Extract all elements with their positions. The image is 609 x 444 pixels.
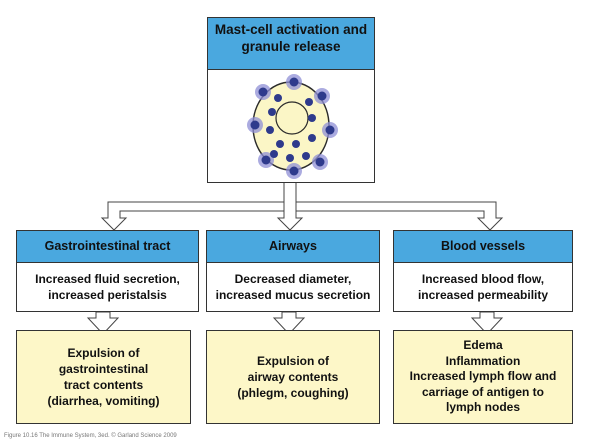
internal-granules (266, 94, 316, 162)
branch-arrow (100, 201, 504, 231)
effect-line: increased mucus secretion (215, 288, 371, 302)
outcome-line: Expulsion of (67, 346, 140, 360)
outcome-line: tract contents (63, 378, 144, 392)
mast-cell-image-box (207, 69, 375, 183)
effect-line: increased permeability (417, 288, 549, 302)
effect-line: increased peristalsis (48, 288, 167, 302)
arrow-col2 (272, 311, 306, 335)
effect-line: Increased blood flow, (421, 272, 545, 286)
outcome-line: (phlegm, coughing) (237, 386, 349, 400)
outcome-line: gastrointestinal (58, 362, 149, 376)
column-header-label: Gastrointestinal tract (44, 239, 171, 253)
outcome-line: Expulsion of (257, 354, 329, 368)
outcome-line: carriage of antigen to (421, 384, 545, 399)
stem-arrow (276, 181, 304, 231)
outcome-box-gastrointestinal: Expulsion of gastrointestinal tract cont… (16, 330, 191, 424)
effect-box-airways: Decreased diameter, increased mucus secr… (206, 262, 380, 312)
effect-box-blood-vessels: Increased blood flow, increased permeabi… (393, 262, 573, 312)
outcome-box-airways: Expulsion of airway contents (phlegm, co… (206, 330, 380, 424)
effect-line: Increased fluid secretion, (35, 272, 180, 286)
outcome-box-blood-vessels: Edema Inflammation Increased lymph flow … (393, 330, 573, 424)
mast-cell-title-box: Mast-cell activation and granule release (207, 17, 375, 70)
arrow-col3 (470, 311, 504, 335)
arrow-col1 (86, 311, 120, 335)
column-header-airways: Airways (206, 230, 380, 263)
column-header-blood-vessels: Blood vessels (393, 230, 573, 263)
nucleus (275, 101, 309, 135)
outcome-line: Increased lymph flow and (409, 369, 557, 384)
mast-cell-illustration (247, 74, 338, 179)
top-title-line-2: granule release (241, 39, 341, 54)
outcome-line: airway contents (247, 370, 339, 384)
outcome-line: Edema (463, 338, 503, 353)
outcome-line: (diarrhea, vomiting) (47, 394, 160, 408)
top-title-line-1: Mast-cell activation and (214, 22, 368, 37)
column-header-label: Airways (269, 239, 317, 253)
column-header-label: Blood vessels (440, 239, 526, 253)
effect-box-gastrointestinal: Increased fluid secretion, increased per… (16, 262, 199, 312)
column-header-gastrointestinal: Gastrointestinal tract (16, 230, 199, 263)
figure-caption: Figure 10.16 The Immune System, 3ed. © G… (4, 433, 177, 439)
released-granules (247, 74, 338, 179)
outcome-line: lymph nodes (445, 400, 520, 415)
outcome-line: Inflammation (445, 353, 521, 368)
effect-line: Decreased diameter, (234, 272, 352, 286)
